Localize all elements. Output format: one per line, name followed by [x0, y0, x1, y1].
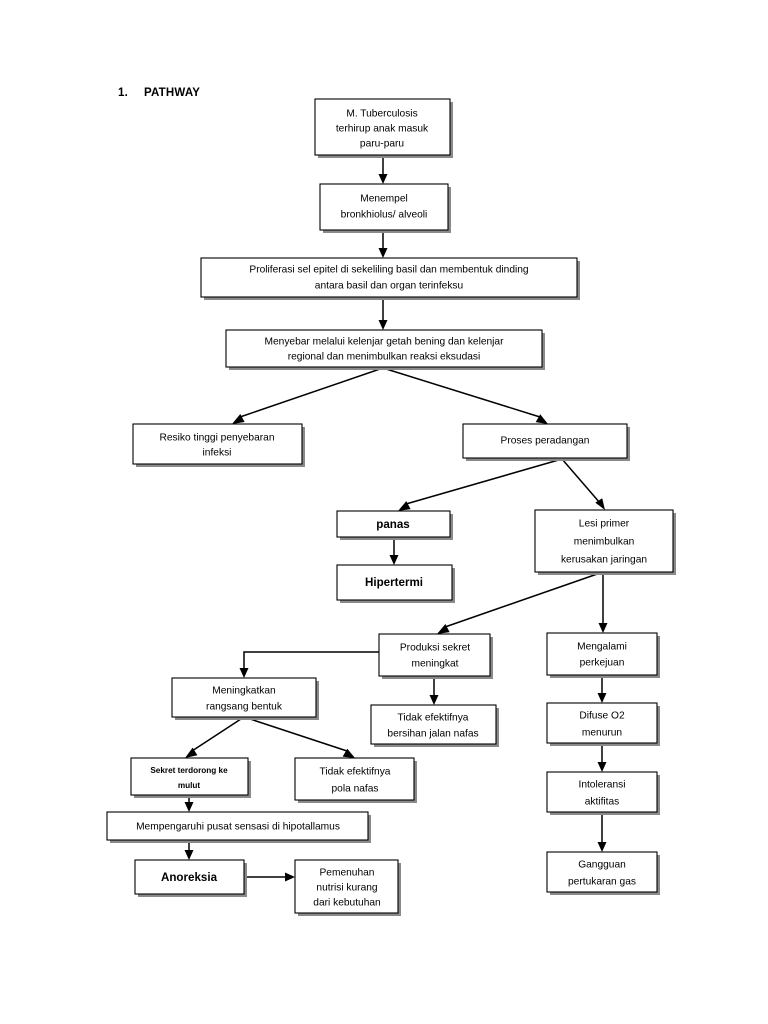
node-label-line: Proses peradangan — [501, 436, 590, 447]
node-label-line: Hipertermi — [365, 576, 423, 589]
node-label-line: pola nafas — [331, 784, 378, 795]
node-meningkatkan-rangsang-bentuk[interactable]: Meningkatkan rangsang bentuk — [171, 677, 319, 720]
node-label-line: infeksi — [203, 448, 232, 459]
edge-n12-n16 — [243, 716, 355, 758]
node-label-line: Sekret terdorong ke — [150, 766, 228, 775]
edge-n12-n15 — [185, 716, 245, 758]
node-mempengaruhi-pusat-sensasi[interactable]: Mempengaruhi pusat sensasi di hipotallam… — [106, 811, 371, 843]
node-label-line: Mengalami — [577, 642, 627, 653]
edge-n17-n21 — [597, 812, 607, 852]
node-label-line: bersihan jalan nafas — [387, 729, 478, 740]
node-proses-peradangan[interactable]: Proses peradangan — [462, 423, 630, 461]
node-label-line: Anoreksia — [161, 871, 218, 884]
node-label-line: Mempengaruhi pusat sensasi di hipotallam… — [136, 822, 340, 833]
node-label-line: Meningkatkan — [212, 686, 275, 697]
node-label-line: Resiko tinggi penyebaran — [160, 433, 275, 444]
edge-n3-n4 — [378, 297, 388, 330]
node-difuse-o2-menurun[interactable]: Difuse O2 menurun — [546, 702, 660, 746]
node-anoreksia[interactable]: Anoreksia — [134, 859, 247, 897]
node-label-line: Tidak efektifnya — [398, 713, 469, 724]
edge-n9-n11 — [598, 572, 608, 633]
node-label-line: panas — [376, 518, 410, 531]
node-intoleransi-aktifitas[interactable]: Intoleransi aktifitas — [546, 771, 660, 815]
node-label-line: Lesi primer — [579, 519, 630, 530]
edge-n4-n6 — [382, 367, 548, 424]
node-pemenuhan-nutrisi-kurang[interactable]: Pemenuhan nutrisi kurang dari kebutuhan — [294, 859, 401, 916]
node-tidak-efektifnya-pola-nafas[interactable]: Tidak efektifnya pola nafas — [294, 757, 417, 803]
node-proliferasi-sel-epitel[interactable]: Proliferasi sel epitel di sekeliling bas… — [200, 257, 580, 300]
node-m-tuberculosis[interactable]: M. Tuberculosis terhirup anak masuk paru… — [314, 98, 453, 158]
page-title: PATHWAY — [144, 87, 201, 99]
node-panas[interactable]: panas — [336, 510, 453, 540]
node-label-line: menurun — [582, 728, 622, 739]
edge-n14-n17 — [597, 743, 607, 772]
node-label-line: antara basil dan organ terinfeksu — [315, 281, 463, 292]
node-label-line: Menempel — [360, 194, 408, 205]
node-produksi-sekret-meningkat[interactable]: Produksi sekret meningkat — [378, 633, 493, 679]
node-menyebar-kelenjar[interactable]: Menyebar melalui kelenjar getah bening d… — [225, 329, 545, 370]
node-label-line: rangsang bentuk — [206, 702, 283, 713]
node-label-line: terhirup anak masuk — [336, 124, 429, 135]
node-sekret-terdorong-ke-mulut[interactable]: Sekret terdorong ke mulut — [130, 757, 251, 798]
node-label-line: Menyebar melalui kelenjar getah bening d… — [265, 337, 505, 348]
node-label-line: M. Tuberculosis — [346, 109, 417, 120]
edge-n6-n7 — [398, 458, 563, 511]
edge-n4-n5 — [232, 367, 384, 424]
node-label-line: Difuse O2 — [579, 711, 625, 722]
node-label-line: Intoleransi — [578, 780, 625, 791]
edge-n19-n20 — [244, 872, 295, 882]
node-label-line: dari kebutuhan — [313, 898, 380, 909]
edge-n7-n8 — [389, 536, 399, 565]
node-label-line: paru-paru — [360, 139, 404, 150]
node-label-line: bronkhiolus/ alveoli — [341, 210, 428, 221]
connectors — [184, 155, 608, 882]
edge-n11-n14 — [597, 675, 607, 703]
node-label-line: Pemenuhan — [320, 868, 375, 879]
node-label-line: kerusakan jaringan — [561, 555, 647, 566]
edge-n2-n3 — [378, 230, 388, 258]
node-label-line: pertukaran gas — [568, 877, 636, 888]
edge-n10-n13 — [429, 676, 439, 705]
node-menempel-bronkhiolus[interactable]: Menempel bronkhiolus/ alveoli — [319, 183, 451, 233]
edge-n6-n9 — [561, 458, 605, 510]
node-hipertermi[interactable]: Hipertermi — [336, 564, 455, 603]
node-label-line: meningkat — [411, 659, 458, 670]
node-lesi-primer[interactable]: Lesi primer menimbulkan kerusakan jaring… — [534, 509, 676, 575]
node-label-line: Gangguan — [578, 860, 626, 871]
edge-n10-n12 — [239, 651, 379, 678]
heading-number: 1. — [118, 87, 128, 99]
node-label-line: Proliferasi sel epitel di sekeliling bas… — [249, 265, 529, 276]
node-gangguan-pertukaran-gas[interactable]: Gangguan pertukaran gas — [546, 851, 660, 895]
node-tidak-efektifnya-bersihan-jalan-nafas[interactable]: Tidak efektifnya bersihan jalan nafas — [370, 704, 499, 747]
node-label-line: menimbulkan — [574, 537, 635, 548]
node-label-line: Produksi sekret — [400, 643, 470, 654]
node-mengalami-perkejuan[interactable]: Mengalami perkejuan — [546, 632, 660, 678]
node-label-line: Tidak efektifnya — [320, 767, 391, 778]
node-label-line: mulut — [178, 781, 201, 790]
page-heading: 1. PATHWAY — [118, 87, 200, 99]
edge-n9-n10 — [437, 571, 604, 634]
edge-n1-n2 — [378, 155, 388, 184]
node-label-line: perkejuan — [580, 658, 625, 669]
node-label-line: aktifitas — [585, 797, 620, 808]
node-label-line: regional dan menimbulkan reaksi eksudasi — [288, 352, 481, 363]
node-label-line: nutrisi kurang — [316, 883, 377, 894]
node-resiko-tinggi-penyebaran-infeksi[interactable]: Resiko tinggi penyebaran infeksi — [132, 423, 305, 467]
